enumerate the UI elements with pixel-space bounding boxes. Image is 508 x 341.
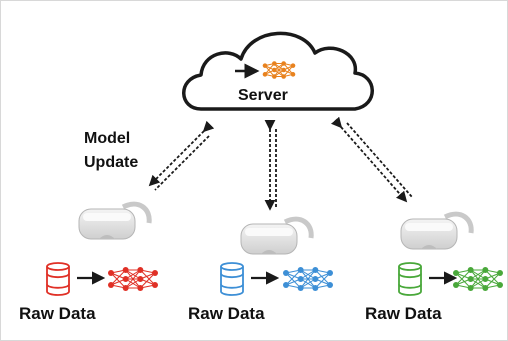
neural-network-icon — [262, 61, 296, 79]
client-group-2 — [220, 216, 333, 296]
model-update-line-2: Update — [84, 154, 139, 171]
vr-headset-icon — [78, 201, 152, 240]
database-icon — [46, 262, 70, 296]
dashed-arrow-center — [264, 120, 277, 211]
vr-headset-icon — [240, 216, 314, 255]
dashed-arrow-left — [148, 120, 215, 191]
client-group-1 — [46, 201, 158, 296]
dashed-arrow-right — [331, 116, 413, 203]
database-icon — [220, 262, 244, 296]
raw-data-label-3: Raw Data — [365, 304, 442, 323]
vr-headset-icon — [400, 211, 474, 250]
raw-data-label-1: Raw Data — [19, 304, 96, 323]
neural-network-icon — [262, 61, 296, 79]
model-update-label: Model Update — [84, 127, 138, 175]
model-update-line-1: Model — [84, 130, 131, 147]
server-label: Server — [238, 87, 288, 104]
neural-network-icon — [283, 267, 333, 291]
database-icon — [398, 262, 422, 296]
neural-network-icon — [108, 267, 158, 291]
neural-network-icon — [453, 267, 503, 291]
raw-data-label-2: Raw Data — [188, 304, 265, 323]
client-group-3 — [398, 211, 503, 296]
